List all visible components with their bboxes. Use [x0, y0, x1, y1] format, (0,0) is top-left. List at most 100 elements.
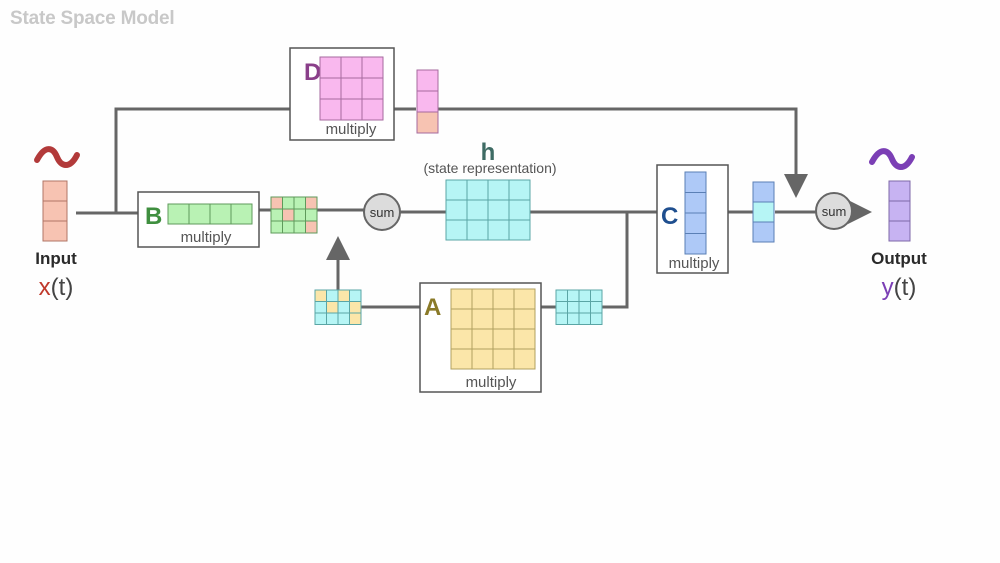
- c-grid-cell: [684, 233, 707, 255]
- d-matrix-letter: D: [304, 59, 321, 86]
- h-state-grid: [445, 179, 531, 241]
- h-grid-cell: [508, 179, 531, 201]
- c-output-vector: [752, 181, 775, 243]
- b-grid-cell: [209, 203, 232, 225]
- d-grid-cell: [319, 98, 342, 121]
- a-grid-cell: [471, 328, 494, 350]
- h-grid-cell: [466, 179, 489, 201]
- sum-left-label: sum: [370, 205, 395, 220]
- h-grid-cell: [487, 219, 510, 241]
- a-grid-cell: [471, 308, 494, 330]
- bx-grid-cell: [270, 208, 283, 222]
- c-vector-cell: [752, 201, 775, 223]
- b-grid-cell: [230, 203, 253, 225]
- wires: [76, 107, 872, 309]
- h-grid-cell: [487, 179, 510, 201]
- d-grid-cell: [361, 56, 384, 79]
- hprev-grid-cell: [578, 301, 591, 314]
- ax-grid-cell: [326, 301, 339, 314]
- h-grid-cell: [445, 199, 468, 221]
- ax-grid-cell: [349, 301, 362, 314]
- bx-grid-cell: [293, 220, 306, 234]
- a-grid-cell: [513, 308, 536, 330]
- d-matrix-grid: [319, 56, 384, 121]
- d-grid-cell: [361, 77, 384, 100]
- ax-grid-cell: [326, 312, 339, 325]
- hprev-grid-cell: [590, 312, 603, 325]
- a-grid-cell: [471, 288, 494, 310]
- input-vector-cell: [42, 180, 68, 202]
- h-grid-cell: [508, 199, 531, 221]
- c-matrix-grid: [684, 171, 707, 255]
- d-grid-cell: [319, 56, 342, 79]
- a-grid-cell: [450, 348, 473, 370]
- bx-grid-cell: [270, 196, 283, 210]
- hprev-grid-cell: [567, 301, 580, 314]
- bx-grid-cell: [293, 208, 306, 222]
- d-grid-cell: [340, 77, 363, 100]
- output-vector-cell: [888, 220, 911, 242]
- bx-grid-cell: [293, 196, 306, 210]
- ax-grid-cell: [326, 289, 339, 302]
- c-grid-cell: [684, 171, 707, 193]
- bx-grid-cell: [270, 220, 283, 234]
- input-vector: [42, 180, 68, 242]
- output-vector-cell: [888, 180, 911, 202]
- ax-grid-cell: [337, 301, 350, 314]
- wire-h-to-hprev: [602, 212, 629, 309]
- b-grid-cell: [167, 203, 190, 225]
- b-grid-cell: [188, 203, 211, 225]
- input-vector-cell: [42, 200, 68, 222]
- previous-state-grid: [555, 289, 603, 325]
- d-grid-cell: [319, 77, 342, 100]
- wire-d-to-sum: [438, 107, 808, 198]
- bx-grid-cell: [305, 220, 318, 234]
- ax-grid-cell: [337, 312, 350, 325]
- b-matrix-letter: B: [145, 203, 162, 230]
- c-grid-cell: [684, 212, 707, 234]
- c-multiply-caption: multiply: [669, 255, 720, 272]
- state-subtitle: (state representation): [423, 160, 557, 176]
- bx-grid-cell: [282, 196, 295, 210]
- hprev-grid-cell: [555, 289, 568, 302]
- a-multiply-caption: multiply: [466, 374, 517, 391]
- output-fn-letter: y: [881, 274, 894, 301]
- b-matrix-grid: [167, 203, 253, 225]
- hprev-grid-cell: [567, 312, 580, 325]
- input-vector-cell: [42, 220, 68, 242]
- input-fn-letter: x: [38, 274, 51, 301]
- bx-grid-cell: [282, 208, 295, 222]
- d-grid-cell: [340, 98, 363, 121]
- a-grid-cell: [492, 308, 515, 330]
- hprev-grid-cell: [578, 312, 591, 325]
- ax-grid-cell: [314, 289, 327, 302]
- output-vector: [888, 180, 911, 242]
- bx-grid-cell: [305, 196, 318, 210]
- d-grid-cell: [361, 98, 384, 121]
- input-fn-arg: (t): [50, 274, 74, 301]
- sum-node-left: [363, 193, 401, 231]
- c-vector-cell: [752, 181, 775, 203]
- a-matrix-grid: [450, 288, 536, 370]
- sum-node-right: [815, 192, 853, 230]
- ax-grid-cell: [349, 312, 362, 325]
- output-vector-cell: [888, 200, 911, 222]
- a-grid-cell: [492, 348, 515, 370]
- a-grid-cell: [513, 348, 536, 370]
- hprev-grid-cell: [555, 312, 568, 325]
- ax-grid-cell: [314, 301, 327, 314]
- output-label: Output: [871, 249, 927, 268]
- a-grid-cell: [450, 288, 473, 310]
- d-output-vector: [416, 69, 439, 134]
- sum-right-label: sum: [822, 204, 847, 219]
- ax-grid-cell: [337, 289, 350, 302]
- input-wave-icon: [34, 146, 80, 168]
- hprev-grid-cell: [590, 289, 603, 302]
- a-grid-cell: [492, 328, 515, 350]
- ax-grid-cell: [349, 289, 362, 302]
- state-letter: h: [480, 139, 496, 166]
- c-matrix-letter: C: [661, 203, 678, 230]
- c-grid-cell: [684, 192, 707, 214]
- a-matrix-letter: A: [424, 294, 441, 321]
